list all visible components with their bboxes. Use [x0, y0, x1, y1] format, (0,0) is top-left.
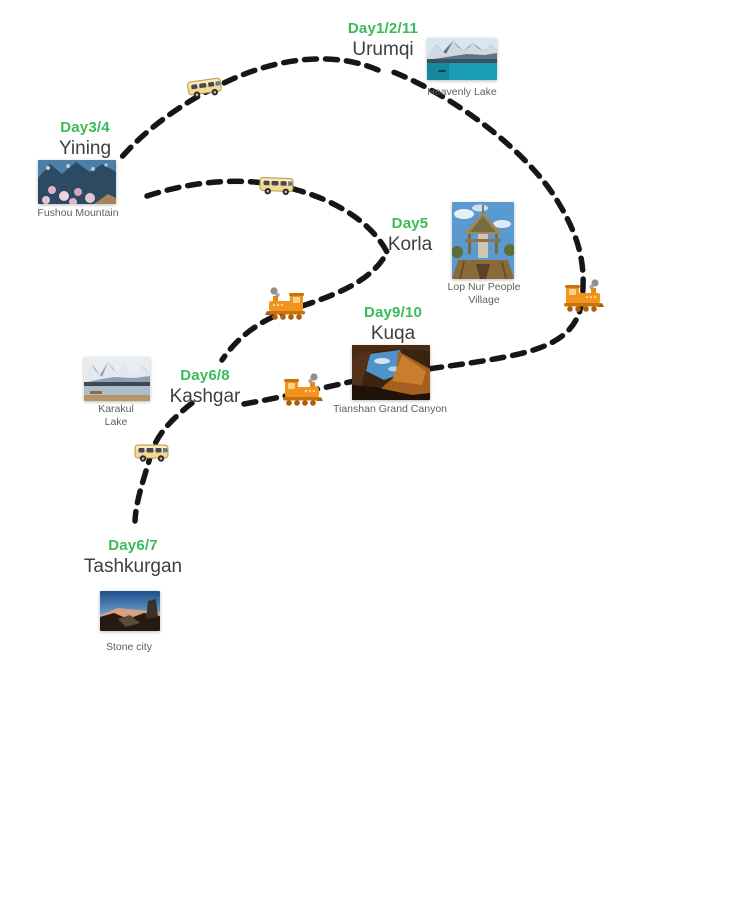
- fushou-mountain-photo: [38, 160, 116, 204]
- karakul-lake-photo: [84, 357, 150, 401]
- route-kashgar-kuqa-urumqi: [241, 67, 586, 407]
- lop-nur-village-photo: [452, 202, 514, 279]
- minibus-icon: [259, 173, 296, 196]
- stop-yining: Day3/4 Yining: [25, 119, 145, 160]
- route-urumqi-yining: [118, 56, 381, 161]
- minibus-icon: [134, 441, 170, 463]
- stone-city-photo: [100, 591, 160, 631]
- stop-tashkurgan: Day6/7 Tashkurgan: [58, 537, 208, 578]
- stop-tashkurgan-day: Day6/7: [108, 537, 158, 554]
- stone-city-caption: Stone city: [105, 641, 153, 653]
- heavenly-lake-photo: [427, 38, 497, 80]
- stop-kuqa-day: Day9/10: [363, 304, 423, 321]
- stop-kashgar: Day6/8 Kashgar: [145, 367, 265, 408]
- tianshan-canyon-caption: Tianshan Grand Canyon: [332, 403, 447, 415]
- stop-korla-day: Day5: [391, 215, 429, 232]
- stop-kuqa-city: Kuqa: [370, 323, 416, 345]
- stop-korla: Day5 Korla: [350, 215, 470, 256]
- stop-urumqi-day: Day1/2/11: [347, 20, 419, 37]
- stop-urumqi-city: Urumqi: [352, 39, 414, 61]
- locomotive-icon: [281, 372, 323, 408]
- heavenly-lake-caption: Heavenly Lake: [427, 86, 497, 98]
- stop-kashgar-city: Kashgar: [169, 386, 241, 408]
- stop-kuqa: Day9/10 Kuqa: [333, 304, 453, 345]
- stop-tashkurgan-city: Tashkurgan: [83, 556, 183, 578]
- minibus-icon: [186, 74, 225, 101]
- stop-urumqi: Day1/2/11 Urumqi: [303, 20, 463, 61]
- fushou-mountain-caption: Fushou Mountain: [37, 207, 119, 219]
- locomotive-icon: [265, 286, 307, 322]
- stop-kashgar-day: Day6/8: [180, 367, 230, 384]
- lop-nur-village-caption: Lop Nur People Village: [447, 281, 521, 306]
- route-yining-korla: [144, 178, 390, 255]
- stop-yining-day: Day3/4: [60, 119, 110, 136]
- stop-yining-city: Yining: [58, 138, 112, 160]
- locomotive-icon: [562, 278, 604, 314]
- karakul-lake-caption: Karakul Lake: [98, 403, 134, 428]
- tianshan-canyon-photo: [352, 345, 430, 400]
- stop-korla-city: Korla: [387, 234, 433, 256]
